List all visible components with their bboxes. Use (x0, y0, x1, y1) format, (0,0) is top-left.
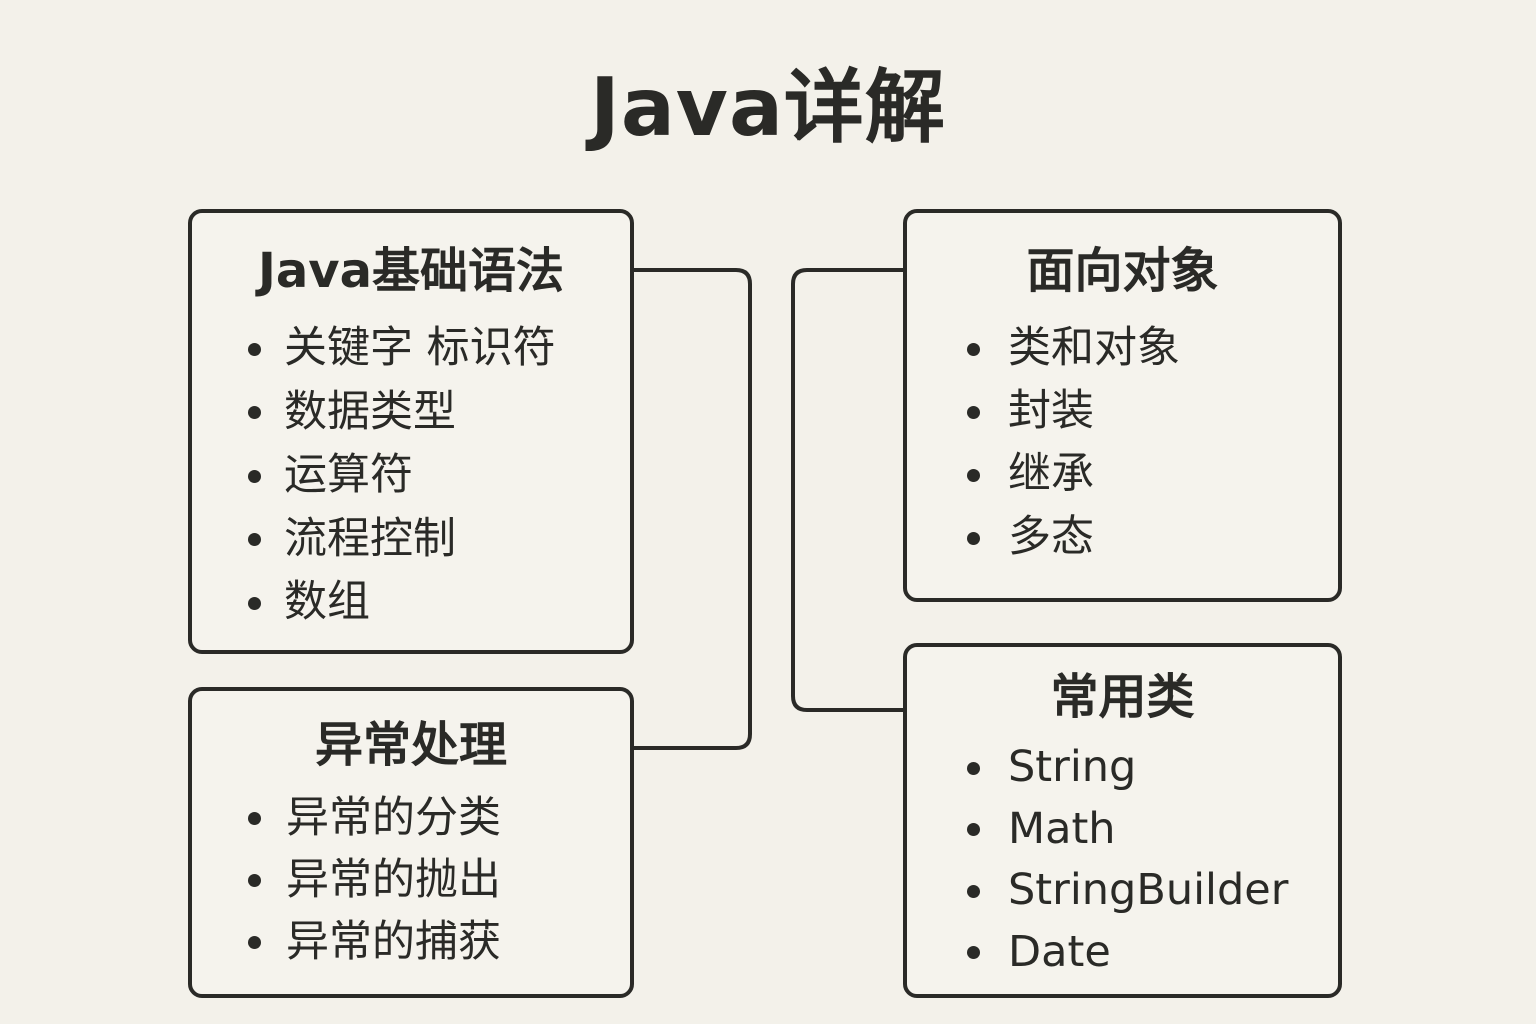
item-label: 异常的抛出 (286, 855, 501, 905)
item-list: String Math StringBuilder Date (907, 737, 1288, 983)
list-item: 继承 (907, 443, 1180, 506)
item-label: 多态 (1008, 512, 1094, 562)
item-label: Date (1008, 926, 1111, 977)
list-item: 数据类型 (192, 381, 556, 445)
item-label: 数据类型 (284, 386, 456, 437)
list-item: 异常的捕获 (192, 911, 501, 973)
bullet-icon (248, 874, 261, 887)
bullet-icon (248, 596, 261, 610)
item-label: 封装 (1008, 386, 1094, 436)
box-title: Java基础语法 (258, 243, 564, 299)
item-label: 数组 (284, 577, 370, 627)
item-label: String (1008, 742, 1137, 792)
box-title: 常用类 (1050, 669, 1195, 725)
list-item: 异常的抛出 (192, 849, 501, 911)
bullet-icon (967, 884, 980, 898)
item-label: 关键字 标识符 (284, 323, 556, 373)
item-label: 继承 (1008, 449, 1094, 499)
list-item: 异常的分类 (192, 787, 501, 849)
box-java-basics: Java基础语法 关键字 标识符 数据类型 运算符 流程控制 数组 (188, 209, 634, 654)
bullet-icon (248, 533, 261, 547)
list-item: Date (907, 922, 1288, 984)
bullet-icon (248, 812, 261, 825)
connector-left (632, 268, 752, 750)
list-item: 流程控制 (192, 508, 556, 572)
bullet-icon (248, 342, 261, 356)
box-exception-handling: 异常处理 异常的分类 异常的抛出 异常的捕获 (188, 687, 634, 998)
item-list: 类和对象 封装 继承 多态 (907, 317, 1180, 569)
box-title: 面向对象 (1026, 243, 1219, 299)
bullet-icon (967, 946, 980, 960)
list-item: StringBuilder (907, 860, 1288, 922)
item-list: 关键字 标识符 数据类型 运算符 流程控制 数组 (192, 317, 556, 635)
item-label: 流程控制 (284, 513, 456, 564)
item-label: 运算符 (284, 450, 413, 500)
connector-right (791, 268, 905, 712)
item-label: 类和对象 (1008, 323, 1180, 373)
bullet-icon (248, 406, 261, 420)
item-label: Math (1008, 803, 1116, 854)
bullet-icon (967, 531, 980, 545)
list-item: Math (907, 799, 1288, 861)
box-oop: 面向对象 类和对象 封装 继承 多态 (903, 209, 1342, 602)
list-item: 类和对象 (907, 317, 1180, 380)
bullet-icon (967, 823, 980, 837)
list-item: 运算符 (192, 444, 556, 508)
list-item: 关键字 标识符 (192, 317, 556, 381)
item-label: StringBuilder (1008, 865, 1289, 915)
list-item: String (907, 737, 1288, 799)
list-item: 封装 (907, 380, 1180, 443)
item-label: 异常的捕获 (286, 917, 501, 967)
box-title: 异常处理 (314, 717, 507, 773)
list-item: 多态 (907, 506, 1180, 569)
box-common-classes: 常用类 String Math StringBuilder Date (903, 643, 1342, 998)
bullet-icon (967, 468, 980, 482)
bullet-icon (248, 469, 261, 483)
bullet-icon (967, 405, 980, 419)
bullet-icon (967, 761, 980, 775)
bullet-icon (967, 342, 980, 356)
item-label: 异常的分类 (286, 793, 501, 843)
bullet-icon (248, 936, 261, 949)
page-title: Java详解 (590, 61, 946, 154)
list-item: 数组 (192, 571, 556, 635)
item-list: 异常的分类 异常的抛出 异常的捕获 (192, 787, 501, 973)
